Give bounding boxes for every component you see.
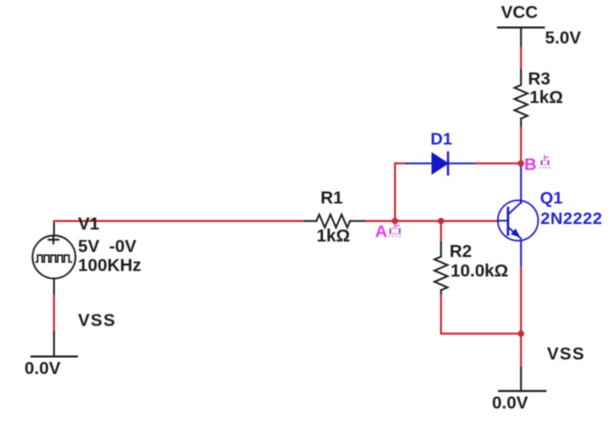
- svg-text:R1: R1: [321, 188, 344, 208]
- svg-text:R2: R2: [450, 241, 473, 261]
- svg-text:B: B: [524, 155, 536, 174]
- svg-text:5.0V: 5.0V: [545, 28, 581, 48]
- svg-text:VSS: VSS: [547, 344, 585, 364]
- svg-text:1kΩ: 1kΩ: [317, 226, 351, 246]
- svg-text:0.0V: 0.0V: [25, 358, 61, 378]
- svg-text:5V -0V: 5V -0V: [78, 236, 137, 256]
- svg-text:2N2222: 2N2222: [541, 209, 603, 228]
- svg-text:A: A: [375, 222, 387, 241]
- svg-text:R3: R3: [528, 69, 551, 89]
- svg-text:1kΩ: 1kΩ: [530, 87, 564, 107]
- svg-text:100KHz: 100KHz: [78, 255, 141, 275]
- svg-text:10.0kΩ: 10.0kΩ: [451, 261, 509, 281]
- svg-text:Q1: Q1: [540, 189, 563, 208]
- svg-text:V1: V1: [78, 214, 100, 234]
- svg-text:0.0V: 0.0V: [492, 393, 528, 413]
- svg-text:D1: D1: [431, 130, 453, 149]
- svg-text:VCC: VCC: [501, 2, 538, 22]
- svg-text:VSS: VSS: [78, 310, 116, 330]
